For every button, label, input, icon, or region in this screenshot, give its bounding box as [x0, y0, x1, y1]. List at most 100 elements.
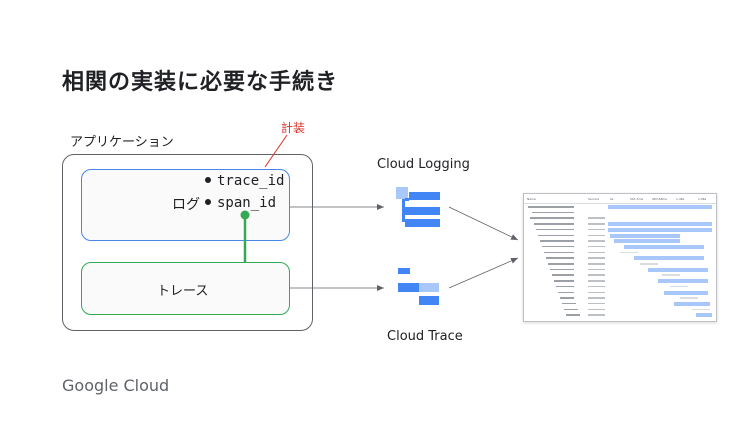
cloud-trace-label: Cloud Trace: [387, 329, 463, 344]
span-service-placeholder: [588, 274, 605, 276]
log-entry-marker: [662, 274, 680, 276]
application-label: アプリケーション: [70, 135, 174, 150]
span-service-placeholder: [588, 268, 605, 271]
span-service-placeholder: [588, 285, 605, 288]
slide-title: 相関の実装に必要な手続き: [62, 70, 339, 95]
span-name-placeholder: [540, 240, 574, 242]
trace-viewer-screenshot: Name Service 0s 501.5ms 963.88ms 1.46s 1…: [523, 193, 717, 322]
log-box: [81, 169, 290, 241]
span-bar: [624, 244, 704, 249]
span-id-field: span_id: [205, 195, 276, 211]
span-service-placeholder: [588, 297, 605, 299]
span-name-placeholder: [536, 228, 574, 231]
span-name-placeholder: [542, 245, 574, 248]
trace-viewer-row: [524, 308, 716, 313]
span-name-placeholder: [538, 234, 574, 236]
trace-viewer-row: [524, 244, 716, 250]
trace-viewer-row: [524, 301, 716, 307]
span-bar: [610, 233, 680, 238]
span-name-placeholder: [528, 206, 574, 208]
logging-to-viewer-arrow: [448, 206, 519, 241]
cloud-logging-icon: [396, 187, 440, 227]
trace-id-text: trace_id: [217, 173, 285, 189]
span-name-placeholder: [560, 297, 574, 299]
trace-link-dot: [240, 210, 250, 220]
trace-viewer-header: Name Service 0s 501.5ms 963.88ms 1.46s 1…: [524, 194, 716, 204]
trace-label: トレース: [157, 284, 209, 299]
span-bar: [614, 239, 680, 244]
trace-viewer-row: [524, 222, 716, 227]
span-bar: [696, 313, 712, 318]
span-service-placeholder: [588, 240, 605, 242]
log-entry-marker: [692, 308, 710, 311]
viewer-col-t0: 0s: [610, 197, 614, 201]
span-name-placeholder: [544, 251, 574, 254]
trace-viewer-row: [524, 205, 716, 210]
viewer-col-t4: 1.96s: [698, 197, 707, 201]
span-name-placeholder: [556, 285, 574, 288]
cloud-trace-icon: [398, 268, 439, 305]
viewer-col-name: Name: [527, 197, 536, 201]
span-bar: [634, 256, 704, 261]
span-name-placeholder: [558, 291, 574, 293]
span-name-placeholder: [566, 314, 580, 316]
span-service-placeholder: [588, 280, 605, 282]
span-id-text: span_id: [217, 195, 277, 211]
trace-viewer-row: [524, 290, 716, 296]
span-service-placeholder: [588, 263, 605, 265]
span-bar: [608, 227, 712, 232]
viewer-col-t1: 501.5ms: [630, 197, 644, 201]
span-bar: [608, 205, 712, 209]
trace-viewer-row: [524, 313, 716, 318]
instrumentation-pointer: [264, 134, 288, 168]
span-name-placeholder: [564, 308, 578, 311]
span-service-placeholder: [588, 257, 605, 259]
span-service-placeholder: [588, 314, 605, 316]
bullet-icon: [205, 199, 211, 205]
span-name-placeholder: [550, 268, 574, 271]
trace-viewer-row: [524, 239, 716, 244]
span-name-placeholder: [530, 217, 574, 219]
trace-viewer-row: [524, 216, 716, 221]
span-service-placeholder: [588, 251, 605, 254]
span-name-placeholder: [548, 263, 574, 265]
trace-viewer-row: [524, 256, 716, 261]
trace-viewer-row: [524, 273, 716, 278]
span-service-placeholder: [588, 223, 605, 225]
span-service-placeholder: [588, 217, 605, 219]
log-entry-marker: [640, 263, 658, 265]
trace-viewer-row: [524, 296, 716, 301]
bullet-icon: [205, 177, 211, 183]
span-name-placeholder: [534, 223, 574, 225]
trace-viewer-row: [524, 233, 716, 239]
span-name-placeholder: [562, 302, 576, 305]
span-name-placeholder: [554, 280, 574, 282]
span-name-placeholder: [546, 257, 574, 259]
trace-viewer-row: [524, 211, 716, 216]
span-service-placeholder: [588, 234, 605, 236]
trace-to-viewer-arrow: [448, 257, 519, 289]
span-service-placeholder: [588, 302, 605, 305]
span-bar: [674, 301, 710, 306]
viewer-col-t3: 1.46s: [676, 197, 685, 201]
span-bar: [664, 290, 708, 295]
trace-viewer-row: [524, 267, 716, 273]
trace-viewer-row: [524, 227, 716, 233]
span-bar: [658, 279, 708, 284]
trace-viewer-row: [524, 251, 716, 256]
span-bar: [608, 222, 712, 227]
log-entry-marker: [680, 297, 698, 299]
span-name-placeholder: [552, 274, 574, 276]
span-name-placeholder: [532, 211, 574, 214]
google-cloud-logo: Google Cloud: [62, 376, 170, 395]
trace-viewer-row: [524, 285, 716, 290]
span-service-placeholder: [588, 308, 605, 311]
viewer-col-service: Service: [588, 197, 600, 201]
viewer-col-t2: 963.88ms: [652, 197, 667, 201]
span-service-placeholder: [588, 291, 605, 293]
log-label: ログ: [172, 197, 200, 213]
span-service-placeholder: [588, 245, 605, 248]
trace-viewer-row: [524, 279, 716, 284]
trace-box: [81, 262, 290, 315]
